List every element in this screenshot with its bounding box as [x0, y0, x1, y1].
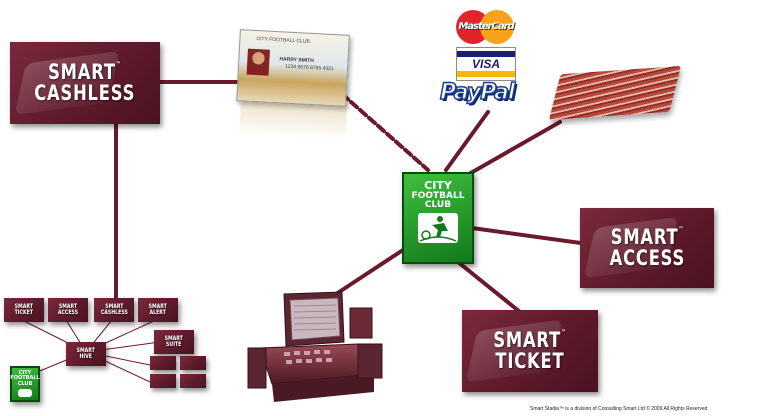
connector-card-club — [340, 92, 430, 172]
mini-label-line1: SMART — [76, 347, 96, 354]
smart-cashless-tile[interactable]: SMART™ CASHLESS — [10, 42, 160, 124]
mini-club-line2: FOOTBALL — [10, 375, 40, 382]
mini-label-line1: SMART — [14, 303, 34, 310]
footballer-icon — [418, 213, 458, 244]
mini-club-line3: CLUB — [17, 380, 33, 387]
card-reflection — [239, 101, 347, 141]
mini-label-line2: SUITE — [166, 341, 182, 348]
card-header: CITY FOOTBALL CLUB — [256, 36, 310, 45]
visa-logo: VISA — [456, 47, 516, 81]
mini-label-line1: SMART — [148, 303, 168, 310]
mastercard-text: MasterCard — [458, 21, 514, 32]
trademark: ™ — [561, 329, 567, 336]
trademark: ™ — [678, 226, 684, 233]
smart-access-line2: ACCESS — [609, 246, 685, 270]
footballer-silhouette — [419, 216, 457, 243]
mini-label-line1: SMART — [104, 303, 124, 310]
city-football-club-badge[interactable]: CITY FOOTBALL CLUB — [402, 172, 474, 264]
smart-access-label: SMART™ ACCESS — [609, 227, 684, 269]
membership-card-image: CITY FOOTBALL CLUB HARRY SMITH 1234 5678… — [236, 29, 350, 107]
connector-ticket-club — [456, 260, 522, 314]
connector-access-club — [470, 226, 590, 246]
mini-label-line2: ALERT — [149, 309, 167, 316]
mini-footballer-icon — [18, 388, 32, 397]
smart-ticket-line1: SMART — [493, 328, 562, 352]
smart-ticket-label: SMART™ TICKET — [493, 330, 566, 372]
connector-payment-club — [444, 110, 490, 172]
mini-label-line2: TICKET — [14, 309, 34, 316]
mini-tile-r2a — [150, 374, 176, 388]
visa-text: VISA — [471, 57, 500, 71]
mini-tile-r1b — [180, 356, 206, 370]
smart-cashless-line1: SMART — [48, 60, 117, 84]
smart-access-tile[interactable]: SMART™ ACCESS — [580, 208, 714, 288]
mastercard-logo: MasterCard — [456, 10, 516, 44]
club-line1: CITY — [424, 179, 452, 192]
mini-club-line1: CITY — [18, 370, 32, 376]
smart-access-line1: SMART — [610, 225, 679, 249]
smart-ticket-line2: TICKET — [495, 349, 565, 373]
smart-cashless-line2: CASHLESS — [34, 81, 136, 105]
mini-label-line2: CASHLESS — [100, 309, 128, 316]
visa-gold-band — [457, 71, 515, 77]
mini-label-line1: SMART — [164, 335, 184, 342]
card-number: 1234 5678 8765 4321 — [284, 63, 334, 73]
pos-terminal-image — [247, 291, 383, 402]
smart-cashless-label: SMART™ CASHLESS — [35, 62, 136, 104]
banknotes-image — [548, 65, 682, 121]
mini-tile-r1a — [150, 356, 176, 370]
connector-pos-club — [328, 246, 408, 300]
mini-city-football-club-badge: CITY FOOTBALL CLUB — [10, 366, 40, 402]
club-line2: FOOTBALL — [411, 190, 465, 201]
trademark: ™ — [116, 61, 122, 68]
smart-ticket-tile[interactable]: SMART™ TICKET — [462, 310, 598, 392]
mini-tile-r2b — [180, 374, 206, 388]
mastercard-orange-circle — [480, 10, 514, 44]
mini-label-line2: HIVE — [79, 353, 93, 360]
mini-label-line1: SMART — [58, 303, 78, 310]
visa-blue-band — [457, 51, 515, 57]
mini-label-line2: ACCESS — [57, 309, 79, 316]
copyright-footer: Smart Stadia™ is a division of Consultin… — [530, 406, 708, 412]
card-photo — [246, 48, 270, 76]
connector-cash-club — [460, 120, 562, 180]
club-line3: CLUB — [424, 199, 452, 210]
paypal-logo: PayPal — [439, 79, 516, 106]
